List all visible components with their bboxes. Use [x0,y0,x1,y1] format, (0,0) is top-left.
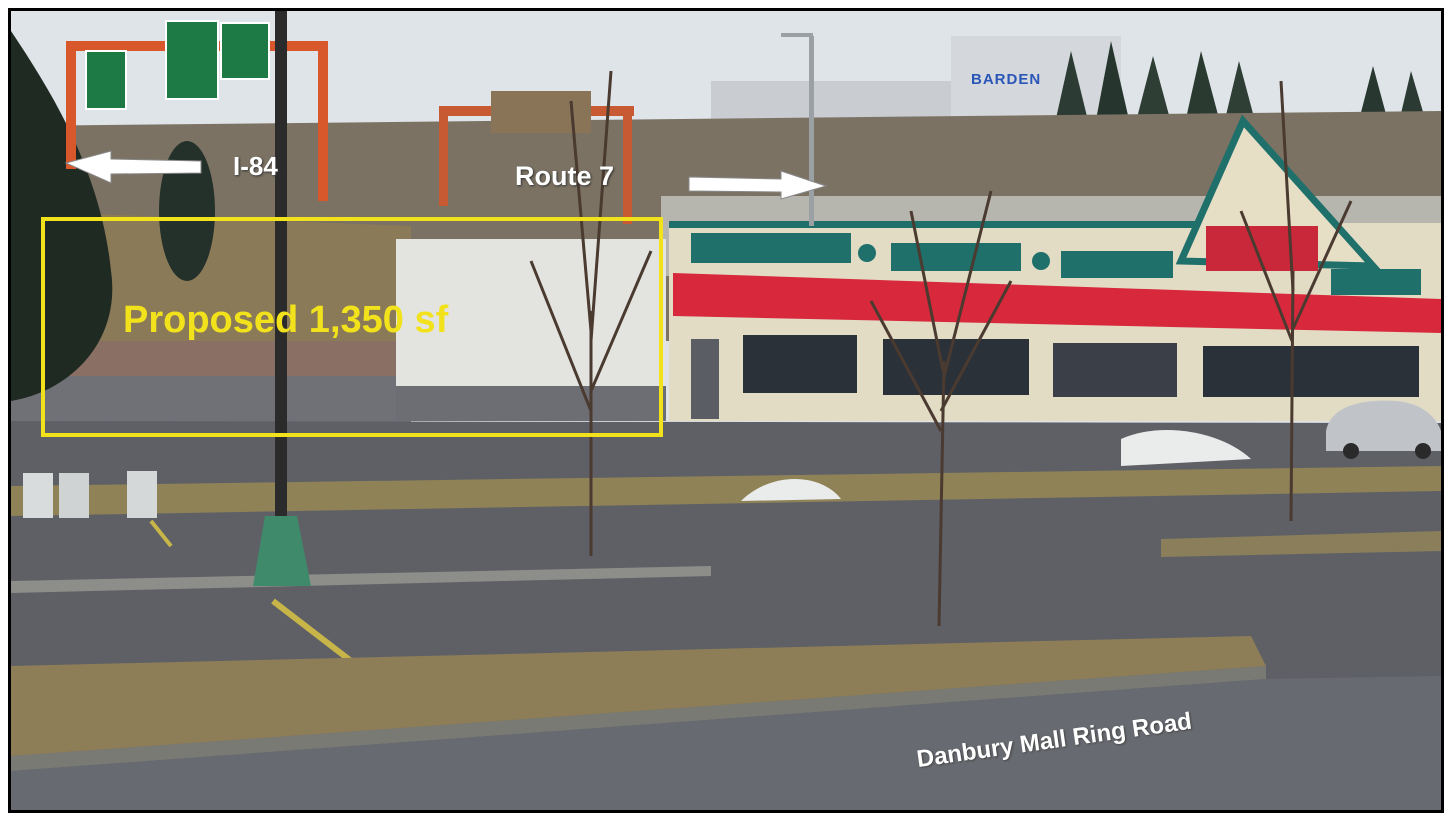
curb-right [1161,531,1441,557]
pole-base [253,516,311,586]
teal-panel [691,233,851,263]
parking-stripe [271,598,353,664]
restaurant-trim [669,221,1199,228]
parked-car [1326,400,1441,451]
sign-gantry-post [439,111,448,206]
green-highway-sign [165,20,219,100]
dark-tree [11,31,113,401]
sign-gantry-post [66,49,76,169]
teal-panel [891,243,1021,271]
green-highway-sign [220,22,270,80]
bare-tree [869,190,1013,627]
proposed-label: Proposed 1,350 sf [123,299,449,341]
teal-panel [1061,251,1173,278]
teal-panel [1331,269,1421,295]
right-arrow-icon [688,170,828,200]
grass-median-near [11,636,1266,756]
barrel [127,471,157,518]
snow-pile [1121,429,1251,466]
low-wall [11,376,411,426]
median-curb [11,666,1266,771]
route-label: Route 7 [515,161,615,191]
highway-label: I-84 [233,151,278,181]
street-scene-photo [11,11,1441,810]
red-awning [673,273,1441,333]
barrel [23,473,53,518]
white-building-base [396,386,666,421]
window [1199,342,1423,401]
photo-frame: BARDEN I-84 Route 7 Proposed 1,350 sf Da… [8,8,1444,813]
window [739,331,861,397]
ring-road [11,676,1441,810]
window [879,335,1033,399]
dark-shrub [159,141,215,281]
building-sign-text: BARDEN [971,71,1042,88]
sign-gantry-post [318,46,328,201]
hillside-grass [11,211,411,371]
brown-sign [491,91,591,133]
parking-stripe [149,519,173,548]
sign-gantry-post [623,109,632,224]
teal-medallion [1032,252,1050,270]
curb [11,566,711,593]
light-pole [809,36,814,226]
bare-tree [1239,80,1353,522]
grass-median-far [11,466,1441,516]
window [1049,339,1181,401]
green-highway-sign [85,50,127,110]
teal-medallion [858,244,876,262]
snow-pile [741,479,841,501]
utility-pole [275,11,287,516]
door [691,339,719,419]
barrel [59,473,89,518]
light-arm [781,33,813,37]
car-wheel [1343,443,1359,459]
left-arrow-icon [64,150,202,184]
car-wheel [1415,443,1431,459]
proposed-outline [41,217,663,437]
